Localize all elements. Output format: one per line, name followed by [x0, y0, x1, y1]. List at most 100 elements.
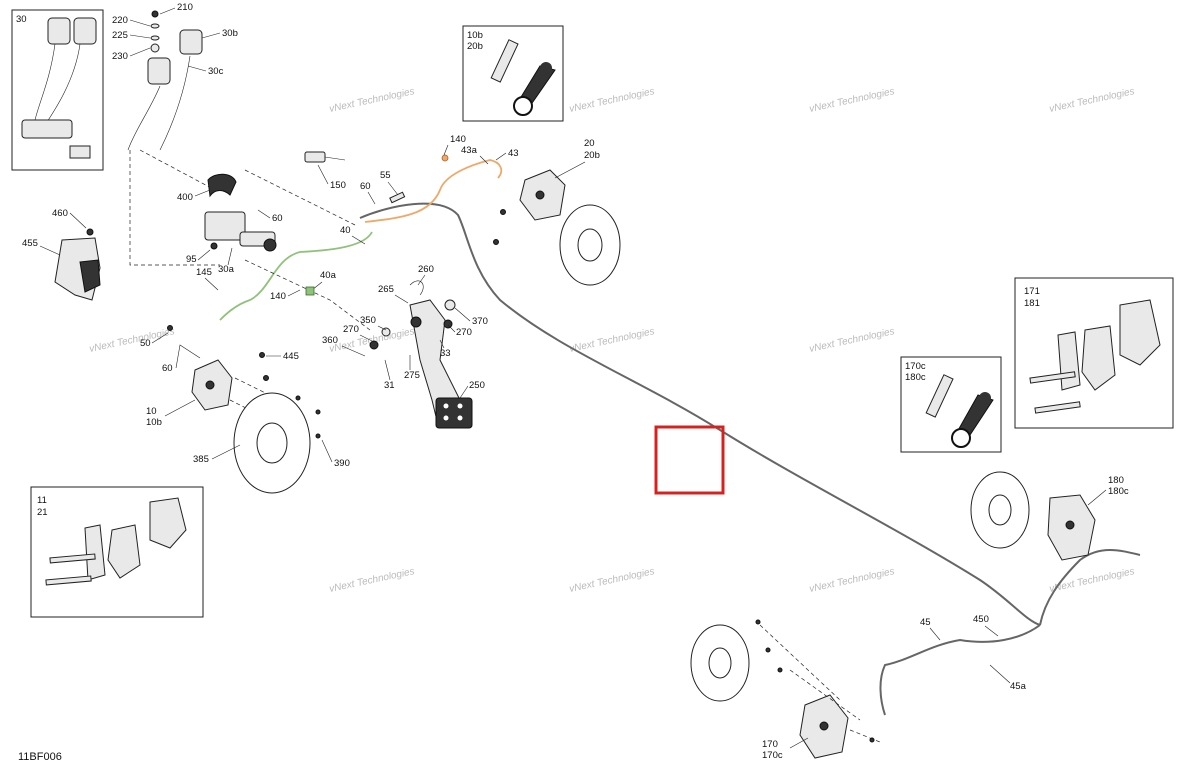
master-cylinder-30a — [204, 211, 277, 252]
label-270: 270 — [456, 327, 472, 338]
label-460: 460 — [52, 208, 68, 219]
main-brake-line — [359, 202, 1041, 626]
label-445: 445 — [283, 351, 299, 362]
inset-label: 20b — [467, 41, 483, 52]
label-150: 150 — [330, 180, 346, 191]
label-260: 260 — [418, 264, 434, 275]
bolt — [315, 409, 321, 415]
watermark: vNext Technologies — [568, 326, 655, 355]
label-30c: 30c — [208, 66, 224, 77]
label-60: 60 — [162, 363, 173, 374]
label-43a: 43a — [461, 145, 478, 156]
caliper-front-left — [167, 325, 269, 411]
inset-label: 171 — [1024, 286, 1040, 297]
label-10b: 10b — [146, 417, 162, 428]
watermark: vNext Technologies — [568, 566, 655, 595]
label-360: 360 — [322, 335, 338, 346]
label-55: 55 — [380, 170, 391, 181]
brake-pedal — [369, 280, 473, 429]
bolt — [389, 191, 406, 204]
label-270: 270 — [343, 324, 359, 335]
label-265: 265 — [378, 284, 394, 295]
inset-label: 181 — [1024, 298, 1040, 309]
inset-label: 11 — [37, 495, 47, 506]
watermark: vNext Technologies — [808, 86, 895, 115]
reservoir — [73, 17, 97, 45]
label-30a: 30a — [218, 264, 235, 275]
label-450: 450 — [973, 614, 989, 625]
master-cylinder — [21, 119, 73, 139]
washer — [150, 23, 160, 29]
orange-brake-line — [364, 159, 503, 223]
label-390: 390 — [334, 458, 350, 469]
diagram-code: 11BF006 — [18, 751, 62, 763]
screw — [151, 10, 159, 18]
label-95: 95 — [186, 254, 197, 265]
label-210: 210 — [177, 2, 193, 13]
bolt — [765, 647, 771, 653]
bleeder-cap — [951, 392, 994, 448]
label-275: 275 — [404, 370, 420, 381]
label-45: 45 — [920, 617, 931, 628]
inset-master-cylinder: 30 — [11, 9, 104, 171]
label-225: 225 — [112, 30, 128, 41]
label-250: 250 — [469, 380, 485, 391]
reservoir — [47, 17, 71, 45]
bleeder-screw — [925, 374, 954, 418]
watermark: vNext Technologies — [1048, 86, 1135, 115]
watermark: vNext Technologies — [568, 86, 655, 115]
bolt — [295, 395, 301, 401]
bolt — [755, 619, 761, 625]
bleeder-cap — [513, 62, 556, 116]
disc-front-left — [233, 392, 311, 494]
reservoir — [147, 57, 171, 85]
label-45a: 45a — [1010, 681, 1027, 692]
inset-bleeder-front: 10b 20b — [462, 25, 564, 122]
label-230: 230 — [112, 51, 128, 62]
grommet — [150, 43, 160, 53]
label-170: 170 — [762, 739, 778, 750]
label-40a: 40a — [320, 270, 337, 281]
caliper-front-right — [493, 169, 566, 245]
rear-right-brake-line — [1039, 549, 1141, 626]
label-170c: 170c — [762, 750, 783, 761]
label-180: 180 — [1108, 475, 1124, 486]
watermark: vNext Technologies — [328, 566, 415, 595]
caliper-rear-right — [1047, 494, 1096, 561]
label-10: 10 — [146, 406, 157, 417]
watermark: vNext Technologies — [88, 326, 175, 355]
watermark: vNext Technologies — [328, 86, 415, 115]
caliper-rear-left — [799, 694, 849, 759]
label-30b: 30b — [222, 28, 238, 39]
label-33: 33 — [440, 348, 451, 359]
label-180c: 180c — [1108, 486, 1129, 497]
label-350: 350 — [360, 315, 376, 326]
label-60: 60 — [360, 181, 371, 192]
disc-front-right — [559, 204, 621, 286]
label-60: 60 — [272, 213, 283, 224]
pushrod — [69, 145, 91, 159]
clip — [305, 286, 315, 296]
label-455: 455 — [22, 238, 38, 249]
inset-pads-rear: 171 181 — [1014, 277, 1174, 429]
rear-brake-line — [879, 624, 1041, 716]
inset-label: 170c — [905, 361, 926, 372]
disc-rear-left — [690, 624, 750, 702]
label-20b: 20b — [584, 150, 600, 161]
label-43: 43 — [508, 148, 519, 159]
green-brake-line — [219, 231, 373, 321]
label-31: 31 — [384, 380, 395, 391]
label-220: 220 — [112, 15, 128, 26]
bleeder-screw — [490, 39, 519, 83]
highlight-box — [654, 425, 725, 495]
clamp-400 — [207, 173, 237, 198]
inset-label: 21 — [37, 507, 48, 518]
washer — [150, 35, 160, 41]
bracket-455 — [54, 237, 101, 301]
label-40: 40 — [340, 225, 351, 236]
label-385: 385 — [193, 454, 209, 465]
disc-rear-right — [970, 471, 1030, 549]
inset-bleeder-rear: 170c 180c — [900, 356, 1002, 453]
label-140: 140 — [450, 134, 466, 145]
